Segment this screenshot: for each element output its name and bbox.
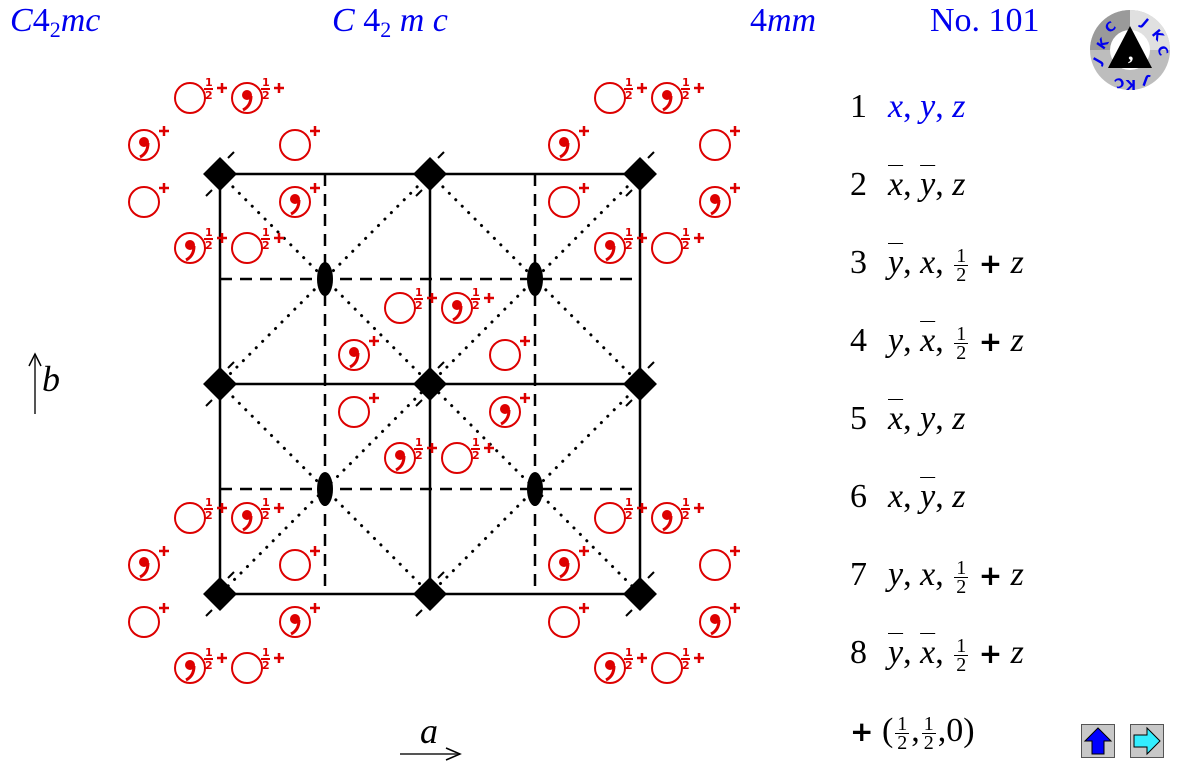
right-arrow-icon (1133, 726, 1161, 756)
diagonal-mirror-lines (218, 172, 642, 596)
operation-5[interactable]: 5 x, y, z (850, 400, 965, 438)
operation-6[interactable]: 6 x, y, z (850, 478, 965, 516)
next-button[interactable] (1130, 724, 1164, 758)
up-arrow-icon (1083, 727, 1113, 755)
full-m: m (399, 2, 425, 39)
symbol-digit: 4 (32, 2, 50, 39)
space-group-number: No. 101 (930, 2, 1040, 39)
full-sub: 2 (380, 17, 392, 42)
point-group: 4mm (750, 2, 816, 40)
up-button[interactable] (1081, 724, 1115, 758)
jkc-logo-icon[interactable]: , J K C J K C J K C (1088, 8, 1172, 92)
op-expr: x, y, z (888, 478, 966, 515)
op-number: 7 (850, 556, 867, 593)
op-number: 5 (850, 400, 867, 437)
op-expr: x, y, z (888, 400, 966, 437)
svg-text:,: , (1128, 40, 1134, 65)
full-c: c (432, 2, 448, 39)
op-number: 2 (850, 166, 867, 203)
op-number: 3 (850, 244, 867, 281)
b-axis-arrow (28, 352, 42, 414)
pg-rest: mm (767, 2, 817, 39)
pg-digit: 4 (750, 2, 767, 39)
full-symbol: C 42 m c (332, 2, 448, 43)
svg-text:K: K (1125, 76, 1136, 91)
a-axis-arrow (400, 747, 462, 761)
symbol-sub: 2 (49, 17, 61, 42)
symbol-letter: C (10, 2, 33, 39)
op-number: 1 (850, 88, 867, 125)
operation-2[interactable]: 2 x, y, z (850, 166, 965, 204)
svg-text:J: J (1141, 72, 1152, 88)
a-axis-label: a (420, 711, 438, 751)
op-number: 6 (850, 478, 867, 515)
operation-1[interactable]: 1 x, y, z (850, 88, 965, 126)
symbol-rest: mc (60, 2, 101, 39)
op-expr: x, y, z (888, 88, 966, 125)
op-number: 8 (850, 634, 867, 671)
op-expr: x, y, z (888, 166, 966, 203)
full-letter: C (332, 2, 355, 39)
full-digit: 4 (363, 2, 381, 39)
op-number: 4 (850, 322, 867, 359)
b-axis-label: b (42, 359, 60, 399)
short-symbol: C42mc (10, 2, 100, 43)
